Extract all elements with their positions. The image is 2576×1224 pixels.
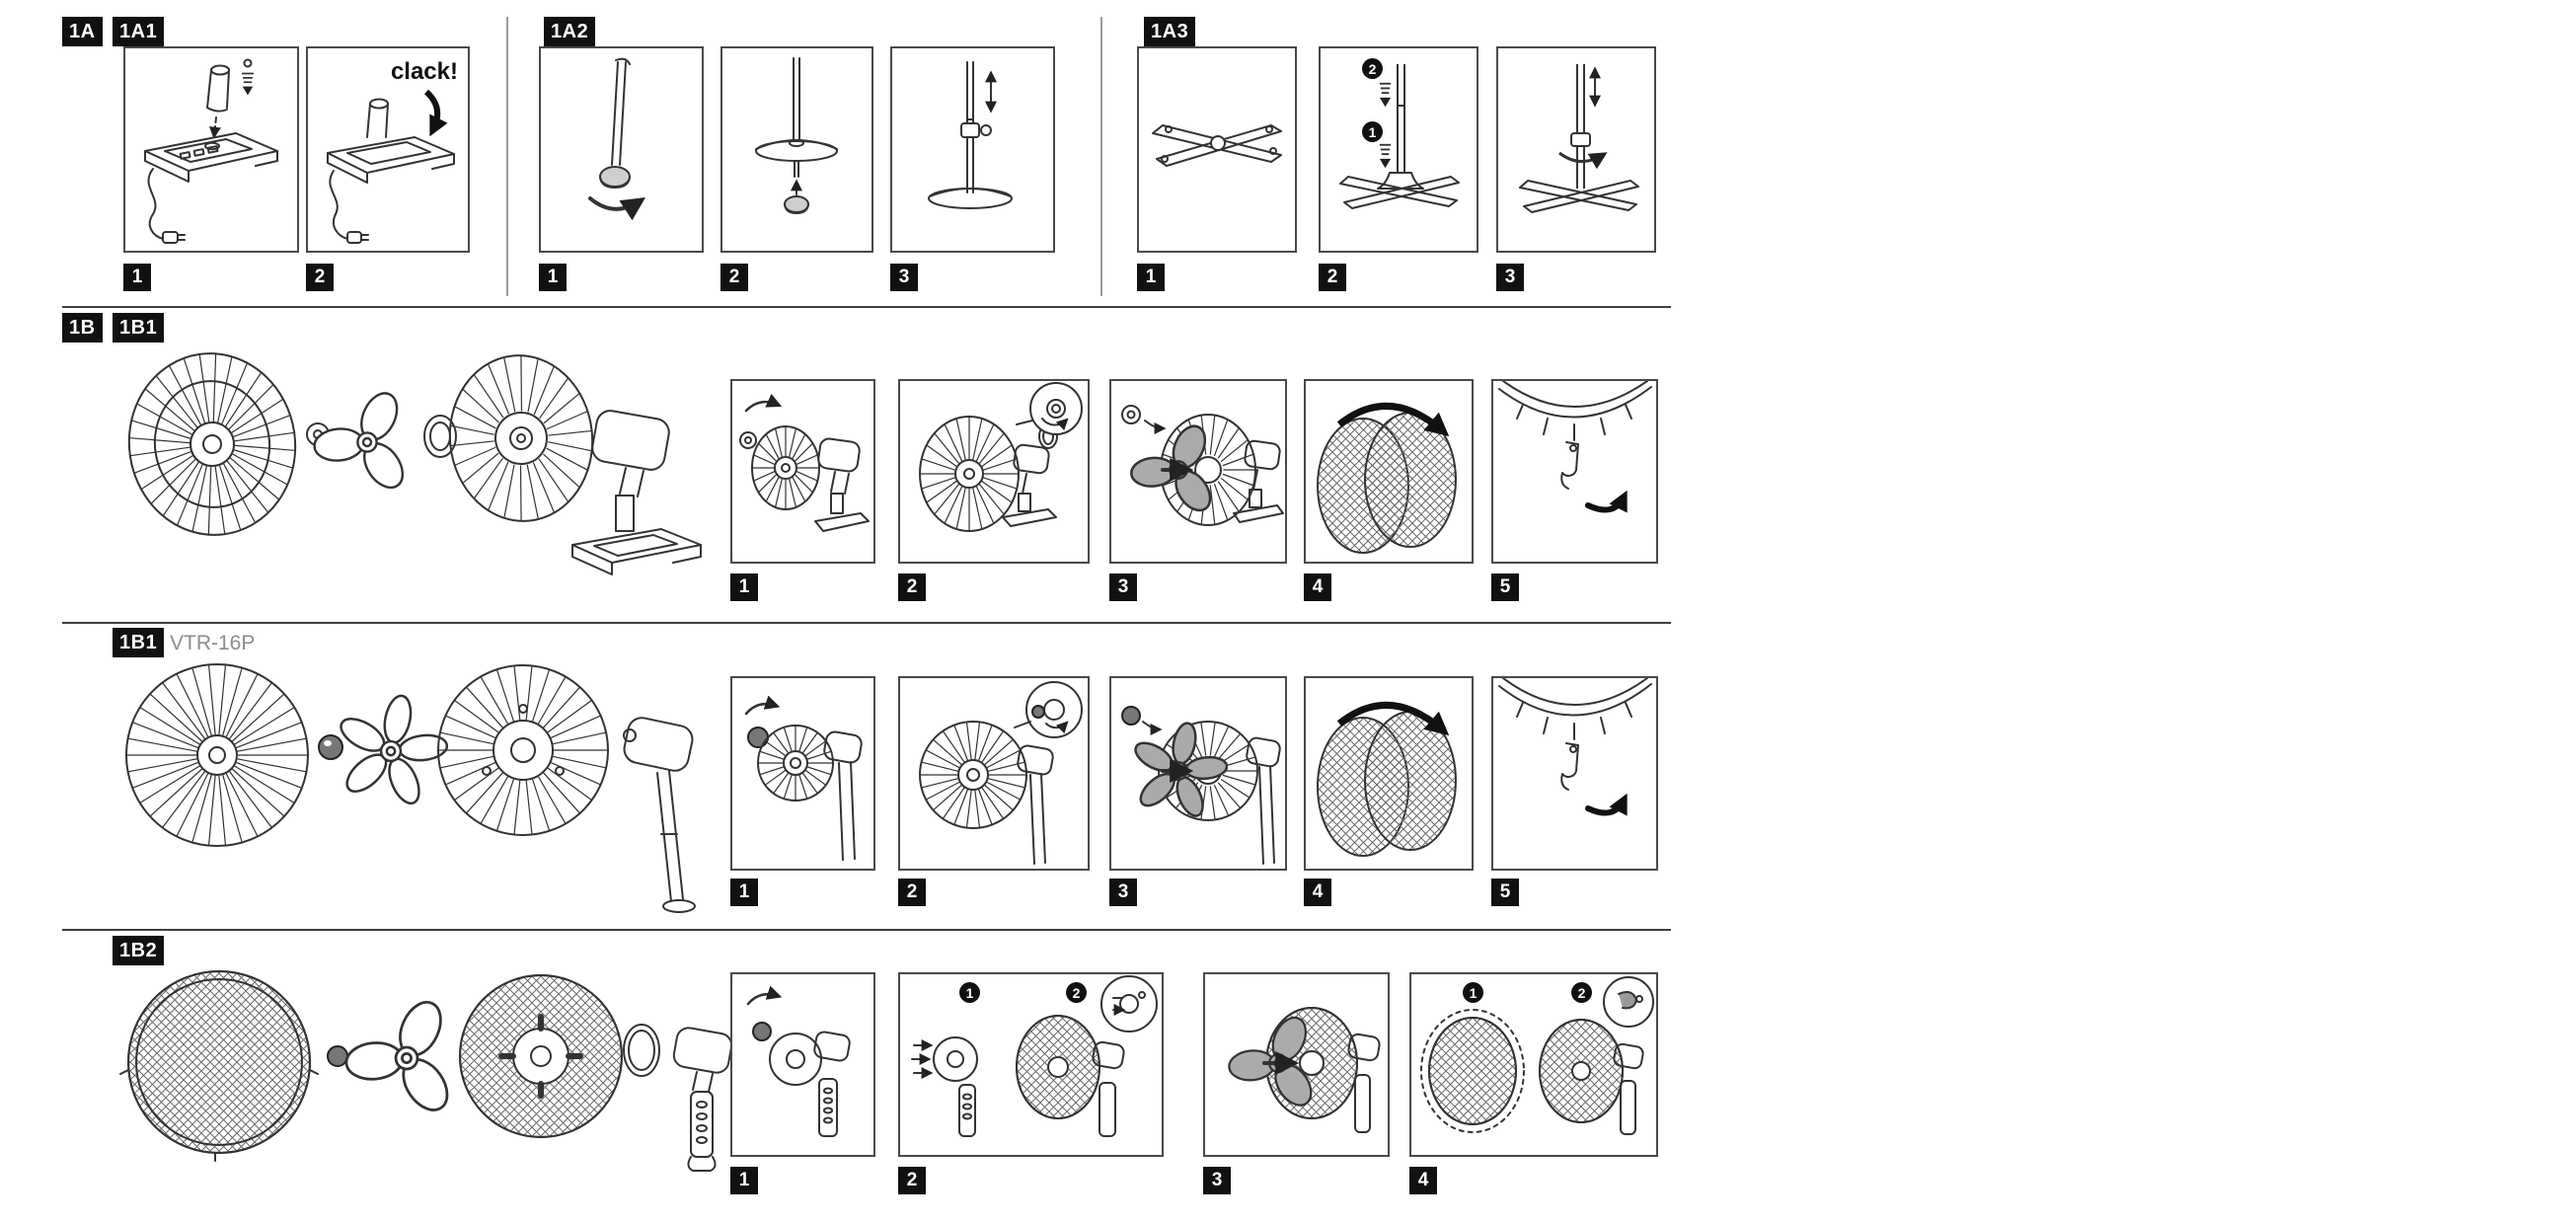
panel-1b2-step-4: 1 2 <box>1409 972 1658 1157</box>
callout-number: 2 <box>1066 982 1087 1003</box>
base-screws-icon <box>144 58 278 244</box>
panel-1b1v-step-2 <box>898 676 1090 871</box>
panel-1a3-step-2: 2 1 <box>1319 46 1478 253</box>
panel-1b2-step-1 <box>730 972 875 1157</box>
step-badge: 1 <box>730 1167 758 1194</box>
pole-height-icon <box>1519 64 1639 213</box>
section-label-1b1: 1B1 <box>113 313 165 343</box>
section-divider <box>62 929 1671 931</box>
step-badge: 2 <box>898 879 926 906</box>
section-label-1b1-vtr: 1B1 <box>113 628 165 657</box>
step-badge: 5 <box>1491 574 1519 601</box>
section-label-1a3: 1A3 <box>1144 17 1196 46</box>
grill-clip-icon <box>1498 678 1652 816</box>
callout-number: 1 <box>1463 982 1483 1003</box>
section-divider <box>62 306 1671 308</box>
step-badge: 2 <box>898 1167 926 1194</box>
panel-1a2-step-3 <box>890 46 1055 253</box>
blade-attach-icon <box>1121 405 1284 526</box>
step-badge: 4 <box>1304 879 1331 906</box>
panel-1a1-step-1 <box>123 46 299 253</box>
section-label-1a1: 1A1 <box>113 17 165 46</box>
step-badge: 1 <box>123 264 151 291</box>
panel-1b1v-step-5 <box>1491 676 1658 871</box>
cross-base-icon <box>1152 124 1282 167</box>
exploded-view-mesh-fan-icon <box>109 940 740 1198</box>
base-clack-icon <box>327 89 455 244</box>
height-adjust-icon <box>928 61 1013 209</box>
grill-close-icon <box>1317 702 1457 857</box>
panel-1a3-step-3 <box>1496 46 1656 253</box>
step-badge: 4 <box>1409 1167 1437 1194</box>
grill-ring-icon <box>919 382 1083 532</box>
panel-1b1-step-5 <box>1491 379 1658 564</box>
panel-1b1v-step-1 <box>730 676 875 871</box>
panel-1a2-step-2 <box>720 46 873 253</box>
step-badge: 2 <box>898 574 926 601</box>
motor-head-icon <box>746 985 851 1137</box>
exploded-view-desk-fan-icon <box>109 318 716 614</box>
step-badge: 1 <box>539 264 567 291</box>
callout-number: 2 <box>1571 982 1592 1003</box>
step-badge: 1 <box>1137 264 1165 291</box>
pole-mount-icon <box>1339 64 1460 209</box>
rear-grill-attach-icon <box>739 393 870 532</box>
clack-annotation: clack! <box>390 58 458 85</box>
section-label-1a: 1A <box>62 17 103 46</box>
panel-1b2-step-3 <box>1203 972 1390 1157</box>
step-badge: 3 <box>1109 574 1137 601</box>
panel-1b1-step-1 <box>730 379 875 564</box>
section-label-1b2: 1B2 <box>113 936 165 965</box>
rear-grill-attach-icon <box>744 695 863 861</box>
step-badge: 2 <box>1319 264 1346 291</box>
step-badge: 3 <box>890 264 918 291</box>
panel-1b1-step-4 <box>1304 379 1474 564</box>
section-label-1b: 1B <box>62 313 103 343</box>
blade-attach-icon <box>1227 1007 1381 1133</box>
panel-1a1-step-2: clack! <box>306 46 470 253</box>
step-badge: 1 <box>730 879 758 906</box>
panel-1b1-step-3 <box>1109 379 1287 564</box>
section-label-1a2: 1A2 <box>544 17 596 46</box>
step-badge: 3 <box>1109 879 1137 906</box>
panel-1b1v-step-3 <box>1109 676 1287 871</box>
dome-base-icon <box>755 57 838 214</box>
exploded-view-pedestal-fan-icon <box>109 637 740 925</box>
pole-nut-icon <box>588 57 646 221</box>
panel-1b1v-step-4 <box>1304 676 1474 871</box>
mesh-grill-screws-icon <box>911 975 1158 1137</box>
front-grill-close-icon <box>1420 976 1654 1135</box>
callout-number: 1 <box>959 982 980 1003</box>
step-badge: 1 <box>730 574 758 601</box>
panel-1b2-step-2: 1 2 <box>898 972 1164 1157</box>
model-name: VTR-16P <box>170 632 256 654</box>
step-badge: 5 <box>1491 879 1519 906</box>
vertical-divider <box>1100 17 1102 296</box>
step-badge: 3 <box>1203 1167 1231 1194</box>
rotate-arrow-icon <box>423 89 448 137</box>
step-badge: 2 <box>306 264 334 291</box>
panel-1a3-step-1 <box>1137 46 1297 253</box>
panel-1a2-step-1 <box>539 46 704 253</box>
step-badge: 2 <box>720 264 748 291</box>
vertical-divider <box>506 17 508 296</box>
blade-attach-icon <box>1121 706 1281 865</box>
grill-close-icon <box>1317 403 1457 554</box>
step-badge: 3 <box>1496 264 1524 291</box>
callout-number: 1 <box>1362 121 1383 142</box>
grill-clip-icon <box>1498 381 1652 513</box>
grill-ring-icon <box>919 681 1083 865</box>
section-divider <box>62 622 1671 624</box>
callout-number: 2 <box>1362 58 1383 79</box>
panel-1b1-step-2 <box>898 379 1090 564</box>
step-badge: 4 <box>1304 574 1331 601</box>
